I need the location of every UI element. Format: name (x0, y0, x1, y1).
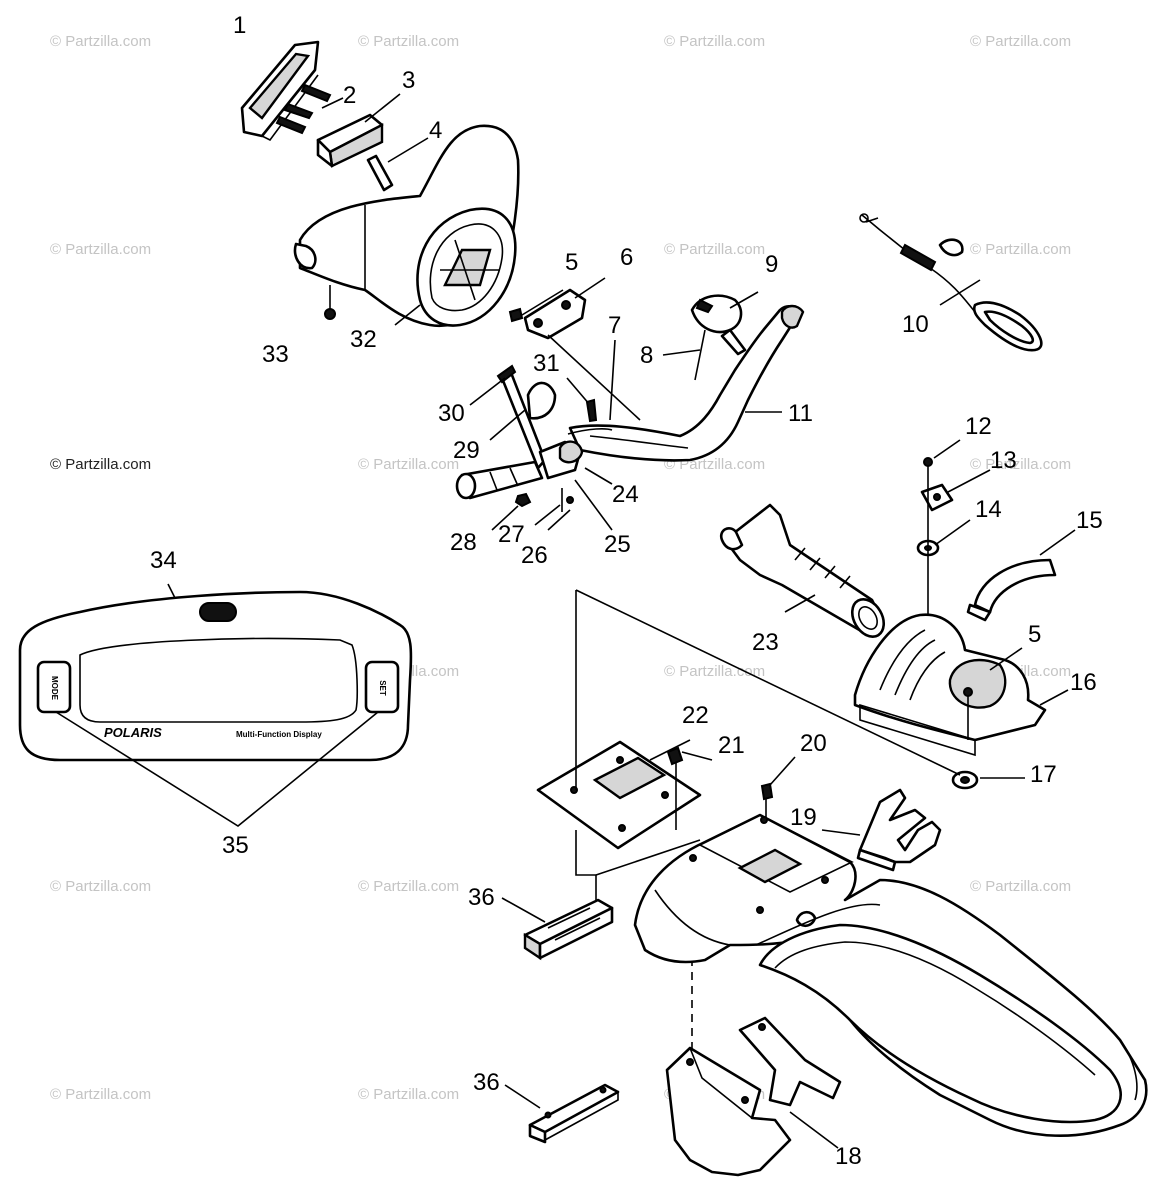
part-4-shaft (366, 137, 429, 192)
callout-21: 21 (718, 732, 745, 759)
part-21-screw (666, 746, 713, 830)
part-6-clamp (508, 277, 641, 421)
callout-24: 24 (612, 481, 639, 508)
watermark: © Partzilla.com (50, 456, 151, 473)
callout-2: 2 (343, 82, 356, 109)
watermark: © Partzilla.com (50, 878, 151, 895)
mode-button-label: MODE (50, 676, 59, 701)
watermark: © Partzilla.com (970, 33, 1071, 50)
callout-3: 3 (402, 67, 415, 94)
callout-11: 11 (788, 400, 813, 427)
callout-1: 1 (233, 12, 246, 39)
part-24-perch (538, 440, 613, 531)
callout-5: 5 (1028, 621, 1041, 648)
watermark: © Partzilla.com (358, 33, 459, 50)
part-23-throttle (719, 503, 886, 638)
callout-9: 9 (765, 251, 778, 278)
watermark: © Partzilla.com (50, 33, 151, 50)
part-36-rail-upper (501, 897, 614, 961)
part-27-nut (491, 488, 574, 531)
part-1-gauge (240, 40, 320, 142)
callout-4: 4 (429, 117, 442, 144)
callout-33: 33 (262, 341, 289, 368)
watermark: © Partzilla.com (970, 878, 1071, 895)
part-32-hood (293, 124, 520, 328)
set-button-label: SET (378, 680, 387, 696)
callout-labels: 1 2 3 4 5 5 6 7 8 9 10 11 12 13 14 15 16… (150, 12, 1103, 1170)
callout-28: 28 (450, 529, 477, 556)
part-9-switch (662, 291, 759, 381)
watermark: © Partzilla.com (358, 1086, 459, 1103)
watermark: © Partzilla.com (50, 241, 151, 258)
part-10-lanyard (859, 213, 1043, 352)
part-19-bracket (821, 788, 942, 872)
callout-32: 32 (350, 326, 377, 353)
display-caption: Multi-Function Display (236, 730, 322, 739)
callout-36: 36 (473, 1069, 500, 1096)
part-3-block (316, 93, 401, 168)
callout-14: 14 (975, 496, 1002, 523)
callout-17: 17 (1030, 761, 1057, 788)
callout-7: 7 (608, 312, 621, 339)
watermark: © Partzilla.com (664, 241, 765, 258)
callout-27: 27 (498, 521, 525, 548)
part-34-display: MODE SET POLARIS Multi-Function Display (18, 583, 413, 827)
part-36-rail-lower (504, 1083, 620, 1144)
part-11-handlebar (568, 304, 805, 462)
callout-20: 20 (800, 730, 827, 757)
part-22-plate (536, 739, 702, 850)
watermark: © Partzilla.com (970, 456, 1071, 473)
part-33-bolt (324, 285, 336, 320)
watermark: © Partzilla.com (358, 878, 459, 895)
part-7-bracket (566, 339, 616, 435)
callout-34: 34 (150, 547, 177, 574)
callout-10: 10 (902, 311, 929, 338)
callout-16: 16 (1070, 669, 1097, 696)
callout-22: 22 (682, 702, 709, 729)
callout-18: 18 (835, 1143, 862, 1170)
part-16-housing (853, 613, 1069, 757)
callout-30: 30 (438, 400, 465, 427)
watermark: © Partzilla.com (664, 33, 765, 50)
callout-35: 35 (222, 832, 249, 859)
callout-12: 12 (965, 413, 992, 440)
part-18-mount (665, 1016, 842, 1177)
watermark: © Partzilla.com (358, 456, 459, 473)
callout-6: 6 (620, 244, 633, 271)
part-2-studs (275, 83, 344, 135)
callout-29: 29 (453, 437, 480, 464)
callout-23: 23 (752, 629, 779, 656)
watermark: © Partzilla.com (50, 1086, 151, 1103)
callout-31: 31 (533, 350, 560, 377)
callout-15: 15 (1076, 507, 1103, 534)
part-17-washer (951, 770, 1025, 790)
part-14-washer (916, 519, 971, 557)
watermark: © Partzilla.com (970, 241, 1071, 258)
part-28-grip (455, 460, 544, 500)
callout-25: 25 (604, 531, 631, 558)
part-12-bolt (923, 439, 961, 467)
callout-8: 8 (640, 342, 653, 369)
callout-13: 13 (990, 447, 1017, 474)
callout-5: 5 (565, 249, 578, 276)
callout-19: 19 (790, 804, 817, 831)
part-15-band (966, 529, 1076, 622)
display-brand: POLARIS (104, 725, 162, 740)
callout-26: 26 (521, 542, 548, 569)
watermark: © Partzilla.com (664, 663, 765, 680)
main-console-body (633, 813, 1148, 1137)
callout-36: 36 (468, 884, 495, 911)
